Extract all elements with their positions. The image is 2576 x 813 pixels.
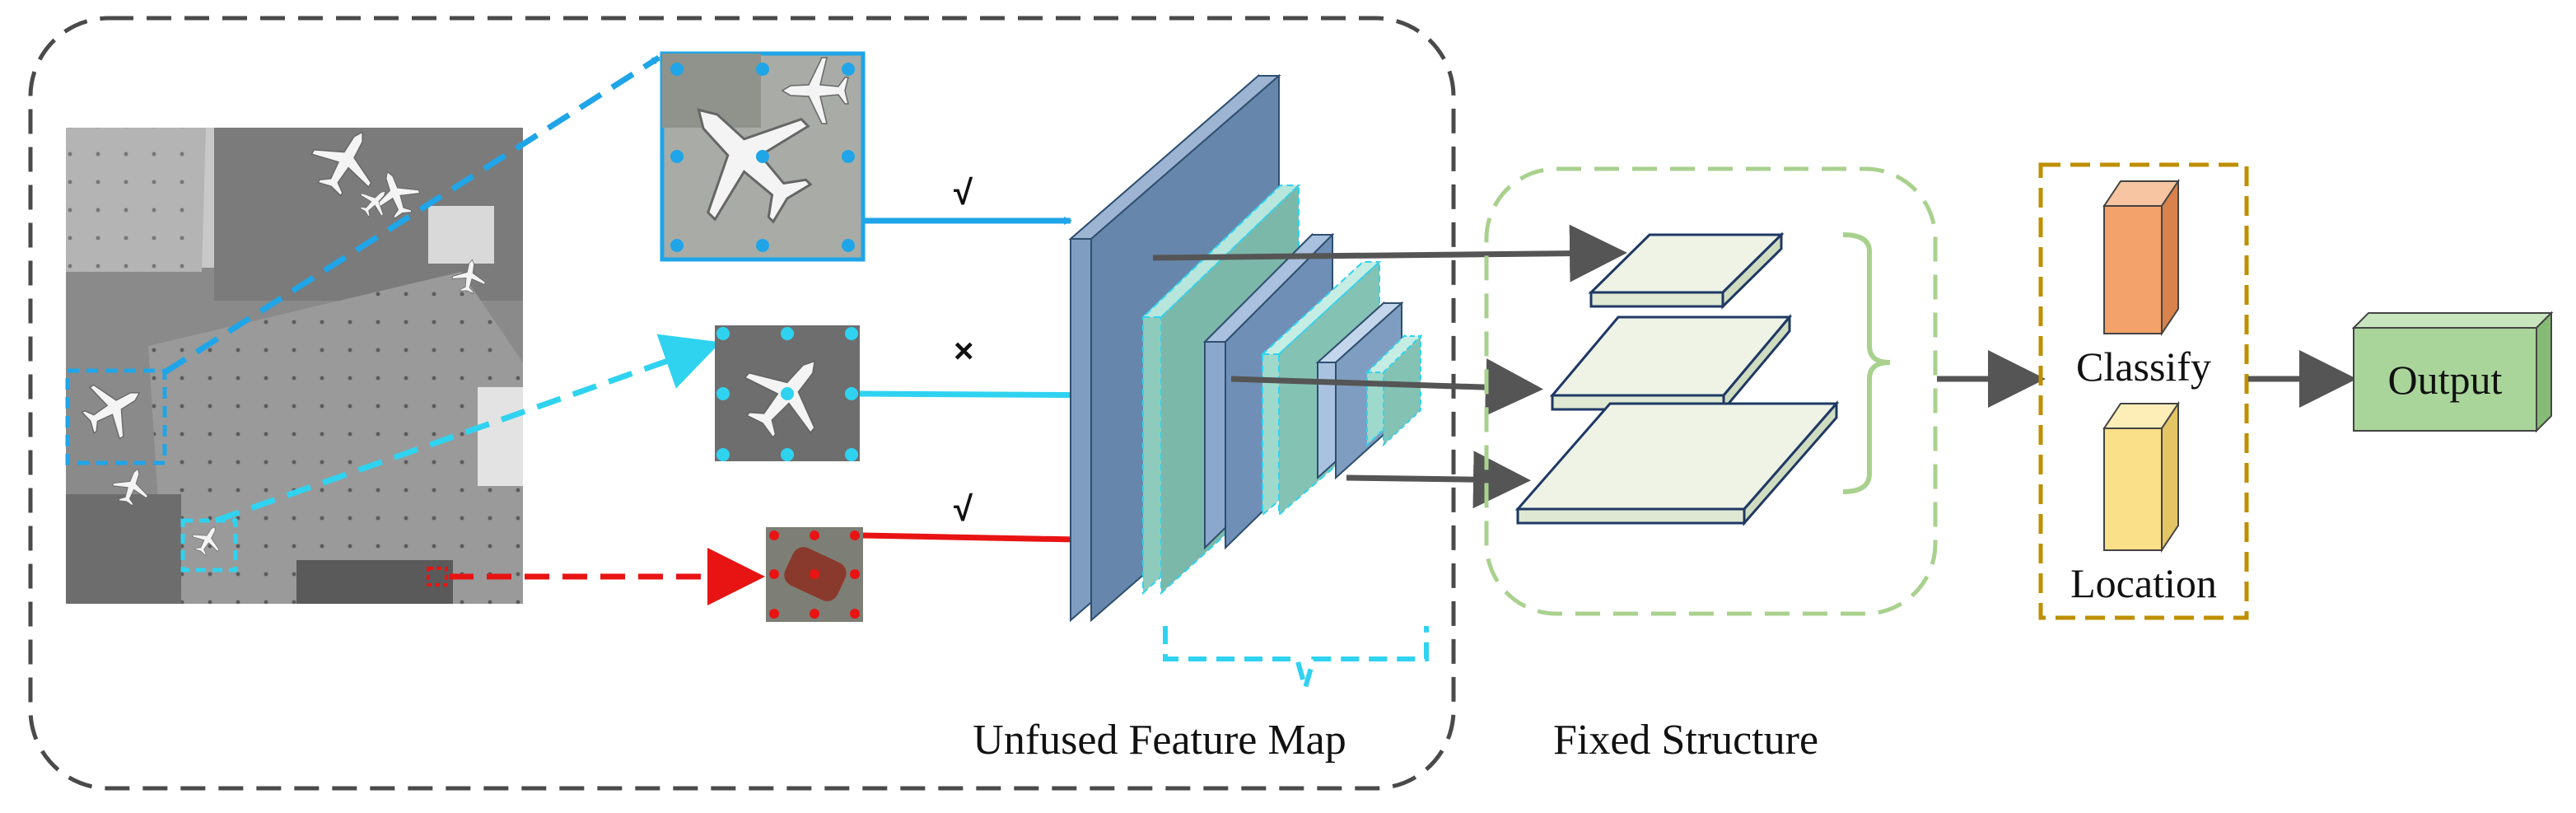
- fixed-structure-layers: [1514, 231, 1840, 526]
- fixed-layer-bottom: [1514, 400, 1840, 526]
- large-airplane-box: [65, 368, 167, 465]
- unfused-feature-map-label: Unfused Feature Map: [973, 717, 1346, 764]
- location-cuboid-icon: [2102, 400, 2180, 554]
- feature-pyramid: [1068, 73, 1423, 623]
- small-airplane-dashed-arrow: [214, 334, 721, 524]
- large-airplane-dashed-arrow: [163, 55, 660, 375]
- feature-to-layer-top-arrow: [1152, 224, 1627, 283]
- location-label: Location: [2070, 560, 2217, 606]
- output-box: [2351, 311, 2554, 433]
- fixed-layer-middle: [1549, 313, 1793, 414]
- fixed-structure-border: [1484, 166, 1938, 616]
- unfused-feature-brace: [1163, 626, 1429, 697]
- fixed-layer-top: [1588, 231, 1785, 310]
- cross-mark-middle: ×: [954, 331, 974, 370]
- small-airplane-box: [180, 518, 238, 572]
- heads-border: [2038, 162, 2249, 620]
- check-mark-top: √: [954, 173, 973, 212]
- car-box: [427, 567, 448, 586]
- fixed-structure-brace: [1842, 232, 1891, 494]
- output-label: Output: [2388, 357, 2503, 403]
- check-mark-bottom: √: [954, 489, 973, 528]
- fixed-structure-label: Fixed Structure: [1553, 717, 1818, 764]
- car-crop-icon: [766, 527, 863, 622]
- classify-cuboid-icon: [2102, 178, 2180, 337]
- feature-to-layer-middle-arrow: [1230, 358, 1543, 417]
- airplane-crop-icon: [651, 51, 866, 262]
- feature-to-layer-bottom-arrow: [1346, 451, 1531, 509]
- small-airplane-crop-icon: [715, 325, 860, 461]
- aerial-airport-image-icon: [66, 114, 523, 604]
- classify-label: Classify: [2076, 343, 2211, 390]
- feature-map-level-6: [1365, 334, 1423, 447]
